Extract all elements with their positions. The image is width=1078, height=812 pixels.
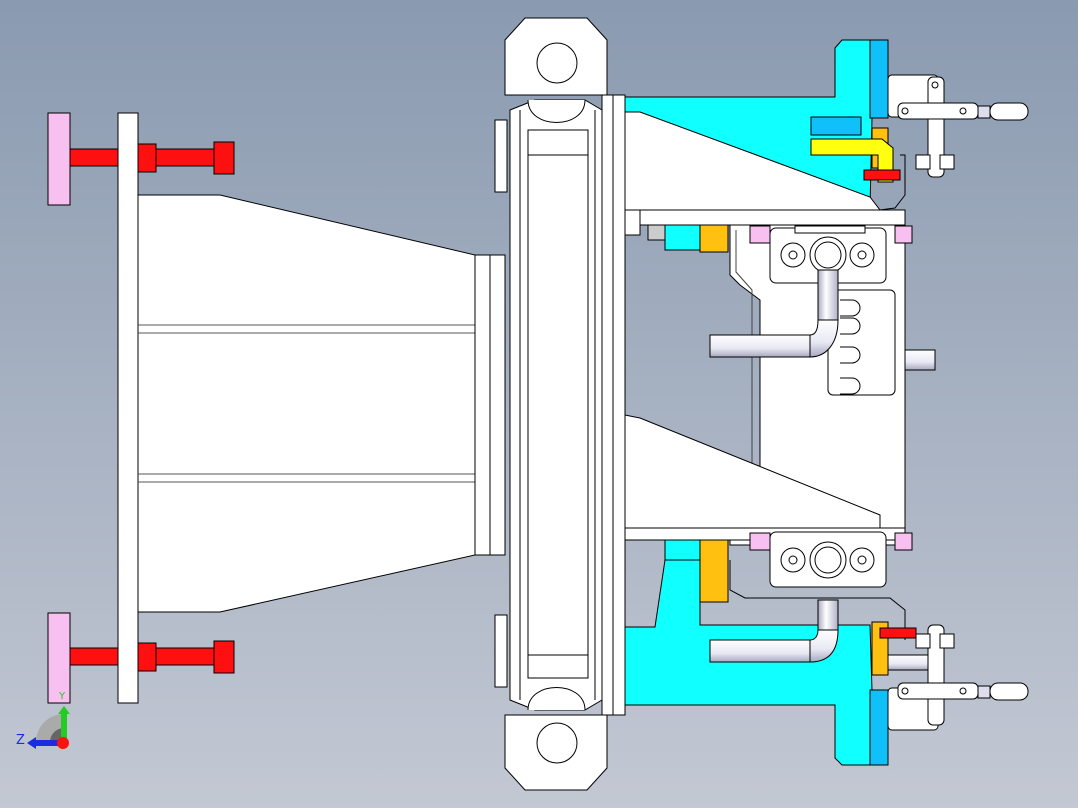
axis-triad: Z Y: [16, 691, 70, 749]
pipe-vertical: [817, 269, 839, 321]
pink-pad-top: [47, 112, 71, 206]
lug-hole-top: [536, 42, 578, 84]
left-plate: [117, 112, 139, 704]
blue-block-bottom: [869, 689, 889, 766]
red-pin-top: [863, 169, 901, 181]
toggle-clamp-top: [887, 74, 1029, 178]
orange-block: [699, 224, 729, 253]
pipe-stub: [904, 349, 936, 371]
origin-icon: [57, 737, 69, 749]
pipe-horizontal: [709, 334, 811, 358]
y-axis-arrow-icon: [61, 712, 67, 742]
flange-tab: [494, 119, 508, 193]
cross-bar-top: [624, 209, 906, 226]
blue-key-top: [810, 116, 862, 136]
wedge-bottom: [624, 414, 881, 529]
lug-hole-bottom: [536, 722, 578, 764]
pipe-horizontal-bottom: [709, 639, 811, 663]
cone-body: [137, 194, 476, 613]
yellow-locator: [810, 138, 894, 183]
red-pin-bottom: [879, 627, 917, 639]
z-axis-arrow-icon: [34, 740, 64, 746]
y-axis-label: Y: [58, 691, 66, 702]
flange-tab: [494, 614, 508, 688]
blue-block-top: [869, 39, 889, 119]
toggle-clamp-bottom: [887, 624, 1029, 731]
z-axis-label: Z: [16, 733, 25, 748]
pink-pad-bottom: [47, 612, 71, 704]
wedge-top: [624, 111, 882, 211]
